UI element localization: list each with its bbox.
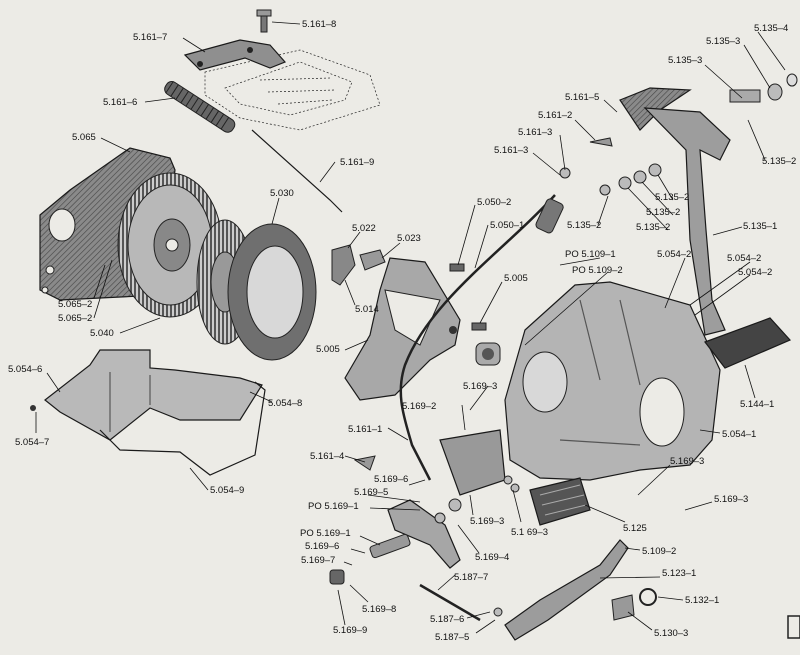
label-po-5-109-1: PO 5.109–1 xyxy=(565,249,616,260)
label-5-135-2b: 5.135–2 xyxy=(655,192,689,203)
label-5-161-4: 5.161–4 xyxy=(310,451,344,462)
part-labels: 5.161–8 5.161–7 5.161–6 5.065 5.161–9 5.… xyxy=(8,19,796,643)
label-5-054-2a: 5.054–2 xyxy=(657,249,691,260)
cover-gasket xyxy=(99,381,266,476)
label-5-054-8: 5.054–8 xyxy=(268,398,302,409)
top-bolt xyxy=(256,9,272,33)
label-5-135-2e: 5.135–2 xyxy=(567,220,601,231)
label-5-054-6: 5.054–6 xyxy=(8,364,42,375)
label-5-169-8: 5.169–8 xyxy=(362,604,396,615)
label-5-005-top: 5.005 xyxy=(504,273,528,284)
label-5-135-3a: 5.135–3 xyxy=(706,36,740,47)
label-5-161-6: 5.161–6 xyxy=(103,97,137,108)
label-5-054-1: 5.054–1 xyxy=(722,429,756,440)
label-5-135-2c: 5.135–2 xyxy=(646,207,680,218)
label-5-065-2b: 5.065–2 xyxy=(58,313,92,324)
label-5-022: 5.022 xyxy=(352,223,376,234)
label-5-030: 5.030 xyxy=(270,188,294,199)
release-lever xyxy=(504,539,629,641)
label-5-187-7: 5.187–7 xyxy=(454,572,488,583)
label-5-144-1: 5.144–1 xyxy=(740,399,774,410)
mount-bracket xyxy=(183,39,287,71)
label-5-123-1: 5.123–1 xyxy=(662,568,696,579)
label-5-065: 5.065 xyxy=(72,132,96,143)
label-5-169-3a: 5.169–3 xyxy=(463,381,497,392)
label-5-161-5: 5.161–5 xyxy=(565,92,599,103)
label-5-161-3b: 5.161–3 xyxy=(494,145,528,156)
small-bracket xyxy=(331,244,356,286)
label-5-023: 5.023 xyxy=(397,233,421,244)
dust-boot xyxy=(529,477,591,526)
label-5-169-3b: 5.169–3 xyxy=(470,516,504,527)
return-spring xyxy=(164,81,236,133)
label-5-109-2b: 5.109–2 xyxy=(642,546,676,557)
label-5-054-2c: 5.054–2 xyxy=(738,267,772,278)
label-5-132-1: 5.132–1 xyxy=(685,595,719,606)
label-5-161-3a: 5.161–3 xyxy=(518,127,552,138)
label-po-5-169-1a: PO 5.169–1 xyxy=(308,501,359,512)
label-po-5-169-1b: PO 5.169–1 xyxy=(300,528,351,539)
label-5-054-2b: 5.054–2 xyxy=(727,253,761,264)
clutch-rod xyxy=(251,129,343,213)
label-5-135-3b: 5.135–3 xyxy=(668,55,702,66)
label-5-169-3e: 5.169–3 xyxy=(714,494,748,505)
clutch-fork-bracket xyxy=(344,257,461,401)
label-5-169-3c: 5.1 69–3 xyxy=(511,527,548,538)
label-5-161-7: 5.161–7 xyxy=(133,32,167,43)
label-5-161-1: 5.161–1 xyxy=(348,424,382,435)
label-5-014: 5.014 xyxy=(355,304,379,315)
label-5-040: 5.040 xyxy=(90,328,114,339)
label-5-161-9: 5.161–9 xyxy=(340,157,374,168)
label-5-187-6: 5.187–6 xyxy=(430,614,464,625)
label-5-169-5: 5.169–5 xyxy=(354,487,388,498)
label-5-169-6a: 5.169–6 xyxy=(374,474,408,485)
label-5-187-5: 5.187–5 xyxy=(435,632,469,643)
lever-bracket xyxy=(387,499,461,569)
bellhousing xyxy=(504,281,721,481)
label-5-135-4: 5.135–4 xyxy=(754,23,788,34)
label-5-050-1: 5.050–1 xyxy=(490,220,524,231)
label-5-005-left: 5.005 xyxy=(316,344,340,355)
pressure-plate xyxy=(227,223,317,361)
label-5-135-1: 5.135–1 xyxy=(743,221,777,232)
clutch-pedal xyxy=(619,73,798,369)
label-5-054-7: 5.054–7 xyxy=(15,437,49,448)
label-5-169-7: 5.169–7 xyxy=(301,555,335,566)
label-5-050-2: 5.050–2 xyxy=(477,197,511,208)
label-5-169-9: 5.169–9 xyxy=(333,625,367,636)
label-5-125: 5.125 xyxy=(623,523,647,534)
flywheel xyxy=(117,172,223,318)
label-5-130-3: 5.130–3 xyxy=(654,628,688,639)
label-5-169-6b: 5.169–6 xyxy=(305,541,339,552)
pedal-washers xyxy=(559,137,662,196)
label-5-065-2a: 5.065–2 xyxy=(58,299,92,310)
label-5-161-8: 5.161–8 xyxy=(302,19,336,30)
top-assembly xyxy=(164,9,381,213)
label-po-5-109-2: PO 5.109–2 xyxy=(572,265,623,276)
leader-lines xyxy=(35,21,786,634)
label-5-135-2d: 5.135–2 xyxy=(636,222,670,233)
label-5-161-2: 5.161–2 xyxy=(538,110,572,121)
label-5-169-2: 5.169–2 xyxy=(402,401,436,412)
label-5-054-9: 5.054–9 xyxy=(210,485,244,496)
label-5-169-4: 5.169–4 xyxy=(475,552,509,563)
label-5-135-2a: 5.135–2 xyxy=(762,156,796,167)
lower-cover xyxy=(44,349,263,441)
pushrod xyxy=(419,583,481,622)
label-5-169-3d: 5.169–3 xyxy=(670,456,704,467)
cylinder-block xyxy=(439,429,506,496)
clutch-cable xyxy=(399,194,556,481)
